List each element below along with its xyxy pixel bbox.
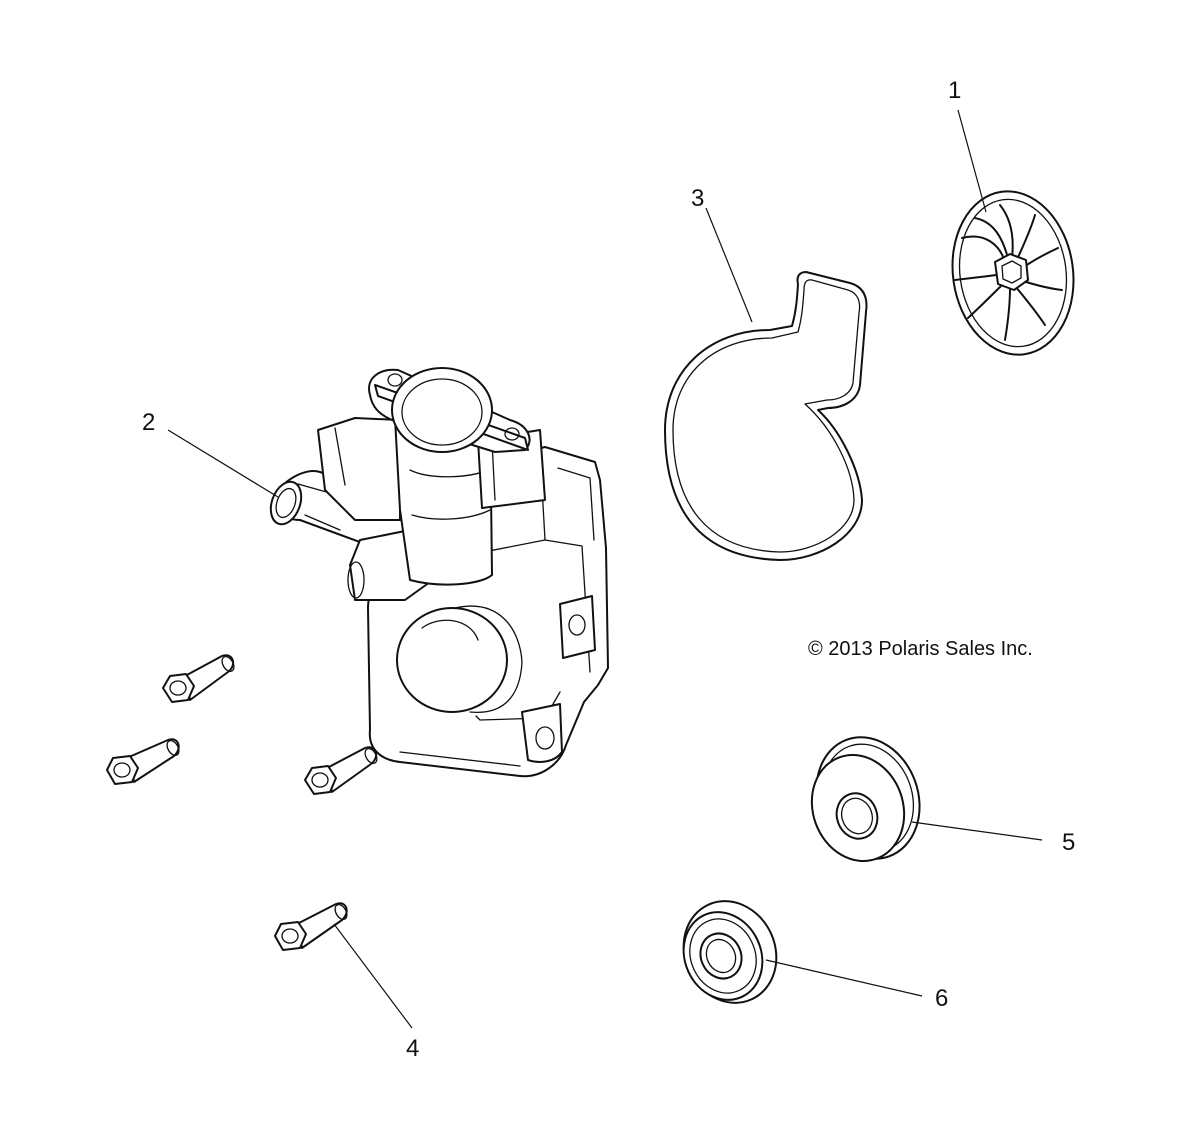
leader-line-6	[765, 959, 923, 997]
leader-line-3	[705, 207, 753, 323]
seal-large-part[interactable]	[797, 723, 936, 874]
leader-line-1	[957, 109, 987, 213]
callout-1: 1	[948, 77, 961, 104]
bolt-part-1[interactable]	[162, 654, 236, 703]
leader-line-2	[167, 429, 279, 498]
leader-line-4	[333, 923, 413, 1029]
callout-5: 5	[1062, 829, 1075, 856]
callout-3: 3	[691, 185, 704, 212]
seal-small-part[interactable]	[667, 886, 793, 1018]
callout-6: 6	[935, 985, 948, 1012]
bolt-part-2[interactable]	[106, 738, 181, 785]
impeller-part[interactable]	[942, 183, 1084, 362]
bolt-part-3[interactable]	[304, 746, 379, 795]
bolt-part-4[interactable]	[274, 902, 349, 951]
leader-line-5	[911, 821, 1043, 841]
gasket-part[interactable]	[664, 271, 868, 561]
callout-2: 2	[142, 409, 155, 436]
callout-4: 4	[406, 1035, 419, 1062]
pump-housing-part[interactable]	[265, 367, 609, 778]
copyright-notice: © 2013 Polaris Sales Inc.	[808, 638, 1033, 660]
